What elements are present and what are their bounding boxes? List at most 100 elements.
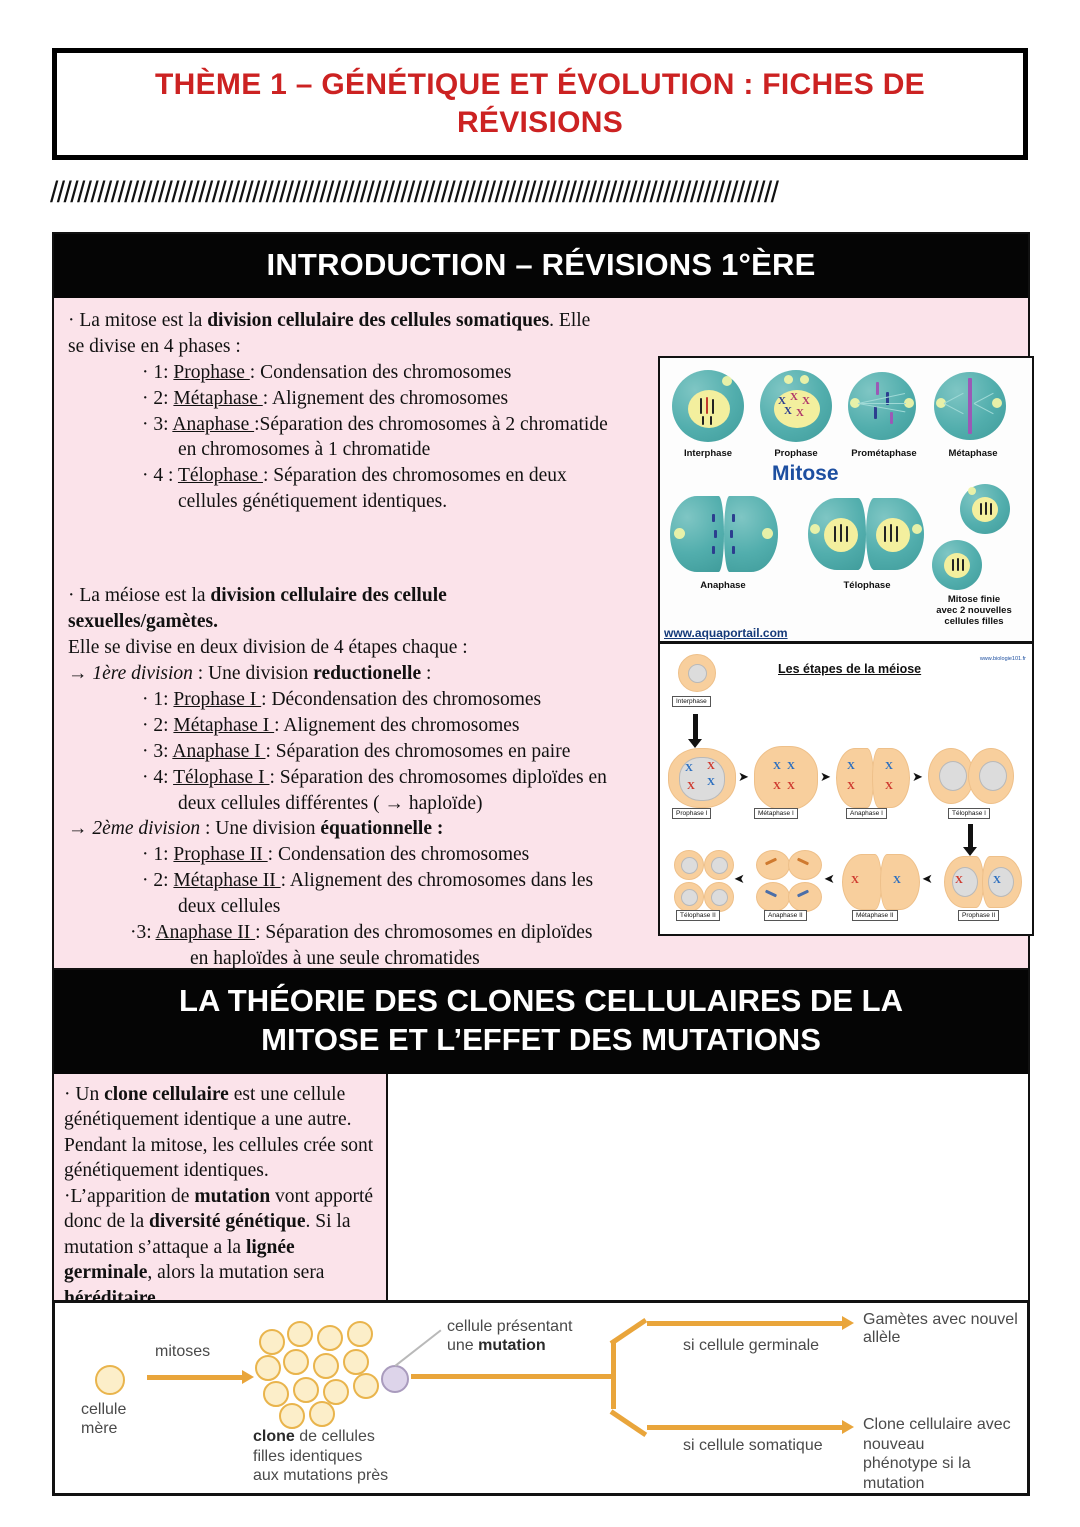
meiose-div2-step-2-cont: deux cellules — [178, 896, 281, 918]
meiose-div1-step-4-name: Télophase I — [173, 766, 270, 788]
meiose-div2-step-1-desc: : Condensation des chromosomes — [267, 844, 530, 866]
label-mutated-cell-l2-bold: mutation — [478, 1337, 546, 1355]
mitose-figure-title: Mitose — [772, 461, 839, 485]
label-cellule-mere-l2: mère — [81, 1419, 118, 1437]
mitose-label-finished-l3: cellules filles — [944, 615, 1004, 627]
mitose-intro-line2: se divise en 4 phases : — [68, 335, 241, 357]
clone-paragraph-2: ·L’apparition de mutation vont apporté d… — [64, 1184, 376, 1312]
meiose-intro-bold: division cellulaire des cellule — [210, 585, 447, 607]
mitose-cell-telophase-right — [866, 497, 924, 570]
meiose-div2-bold: équationnelle : — [320, 818, 444, 840]
clone-cell — [255, 1355, 281, 1381]
meiose-div2-step-1-bullet: · — [142, 844, 149, 866]
clone-cell — [317, 1325, 343, 1351]
section-introduction: INTRODUCTION – RÉVISIONS 1°ÈRE · La mito… — [52, 232, 1034, 1012]
centrosome — [722, 375, 732, 386]
chromosome — [712, 513, 715, 522]
meiose-stage-interphase: Interphase — [672, 695, 711, 707]
chromosome-x: X — [790, 390, 798, 403]
meiose-div2-step-3-num: 3: — [136, 922, 152, 944]
clone-cell — [283, 1349, 309, 1375]
clone-cell — [309, 1401, 335, 1427]
mitose-step-4-desc: : Séparation des chromosomes en deux — [262, 465, 567, 487]
mitose-step-4-name: Télophase — [177, 465, 263, 487]
meiose-gamete-nucleus-1 — [681, 856, 698, 874]
meiose-gamete-4 — [704, 881, 734, 912]
meiose-cell-interphase — [678, 653, 716, 692]
meiose-div1-step-3-num: 3: — [153, 740, 169, 762]
meiose-div1-italic: 1ère division — [92, 662, 193, 684]
meiose-intro-line2: Elle se divise en deux division de 4 éta… — [68, 637, 468, 659]
meiose-div2-step-1-num: 1: — [153, 844, 169, 866]
label-mutated-cell: cellule présentant une mutation — [447, 1317, 572, 1355]
chromosome — [876, 381, 879, 395]
meiose-stage-telophase1: Télophase I — [948, 807, 990, 819]
clone-text-box: · Un clone cellulaire est une cellule gé… — [54, 1073, 388, 1322]
meiose-gamete-3 — [674, 881, 704, 912]
meiose-div1-step-1: · 1: Prophase I : Décondensation des chr… — [142, 687, 726, 713]
mitose-daughter-cell-1 — [960, 483, 1010, 534]
mitose-step-3: · 3: Anaphase :Séparation des chromosome… — [142, 412, 678, 438]
mitose-cell-telophase-left — [808, 497, 866, 570]
chromatin-strand — [952, 558, 954, 571]
meiose-stage-anaphase2: Anaphase II — [764, 909, 807, 921]
meiose-cell-anaphase1-left: X X — [836, 747, 874, 808]
clone-cell — [279, 1403, 305, 1429]
flow-arrow-right: ➤ — [912, 768, 923, 784]
meiose-div2-arrow: → — [68, 818, 88, 840]
chromosome — [886, 391, 889, 405]
clone-p2-b: vont apporté donc de la — [64, 1185, 374, 1233]
section-clones-heading-l1: LA THÉORIE DES CLONES CELLULAIRES DE LA — [179, 983, 903, 1018]
meiose-div1-step-2-desc: : Alignement des chromosomes — [274, 714, 520, 736]
document-title-box: THÈME 1 – GÉNÉTIQUE ET ÉVOLUTION : FICHE… — [52, 48, 1028, 160]
meiose-div1-step-4: · 4: Télophase I : Séparation des chromo… — [142, 765, 726, 791]
meiose-div2-step-2-num: 2: — [153, 870, 169, 892]
meiose-div1-end: : — [421, 662, 432, 684]
clone-cell — [343, 1349, 369, 1375]
meiose-text-block: · La méiose est la division cellulaire d… — [66, 583, 726, 816]
mitose-cell-interphase — [672, 369, 744, 442]
label-cellule-mere-l1: cellule — [81, 1401, 127, 1418]
chromatin-strand — [980, 502, 982, 515]
meiose-cell-telophase1-right — [968, 747, 1014, 804]
spindle-fiber — [973, 392, 994, 404]
meiose-div1-step-1-num: 1: — [153, 688, 169, 710]
flow-arrow-down — [963, 823, 977, 856]
meiose-div2-step-3-desc: : Séparation des chromosomes en diploïde… — [255, 922, 593, 944]
meiose-figure-title: Les étapes de la méiose — [778, 661, 922, 676]
meiose-figure-source: www.biologie101.fr — [979, 655, 1026, 662]
meiose-nucleus-prophase1 — [679, 756, 725, 801]
label-clone-bold: clone — [253, 1428, 295, 1445]
meiose-intro-bold2: sexuelles/gamètes. — [68, 609, 726, 635]
clone-cell — [263, 1381, 289, 1407]
clone-p2-bold3: lignée germinale — [64, 1236, 295, 1284]
meiose-gamete-nucleus-3 — [681, 888, 698, 906]
mitose-label-finished: Mitose finie avec 2 nouvelles cellules f… — [922, 594, 1026, 627]
chromatin-strand — [884, 525, 886, 542]
meiose-cell-telophase1-left — [928, 747, 974, 804]
clone-paragraph-1: · Un clone cellulaire est une cellule gé… — [64, 1082, 376, 1184]
chromosome-x: X — [787, 779, 795, 792]
mitose-cell-metaphase — [934, 371, 1006, 440]
meiose-div1-arrow: → — [68, 662, 88, 684]
meiose-intro-bold2-text: sexuelles/gamètes. — [68, 611, 219, 633]
mitose-step-2-desc: : Alignement des chromosomes — [262, 387, 509, 409]
mitose-nucleus-telophase-right — [876, 517, 910, 552]
section-clones-empty-area — [388, 1073, 1028, 1322]
mitose-intro-bold: division cellulaire des cellules somatiq… — [207, 309, 550, 331]
clone-p1-bold: clone cellulaire — [104, 1083, 229, 1105]
meiose-cell-metaphase2-left: X — [842, 853, 882, 910]
arrow-germinale — [647, 1316, 854, 1330]
label-si-cellule-somatique: si cellule somatique — [683, 1437, 823, 1454]
meiose-div2-step-1-name: Prophase II — [173, 844, 268, 866]
mother-cell-icon — [95, 1365, 125, 1395]
chromatin-strand — [990, 502, 992, 515]
mitose-cell-prophase: X X X X X — [760, 369, 832, 442]
section-clones-body: · Un clone cellulaire est une cellule gé… — [54, 1073, 1028, 1322]
centrosome — [850, 397, 860, 408]
label-clone-l1: clone de cellules — [253, 1427, 388, 1447]
clone-p1-bullet: · — [64, 1083, 71, 1105]
meiose-div1-step-1-bullet: · — [142, 688, 149, 710]
clone-cell — [293, 1377, 319, 1403]
meiose-nucleus-prophase2-left — [952, 866, 978, 897]
